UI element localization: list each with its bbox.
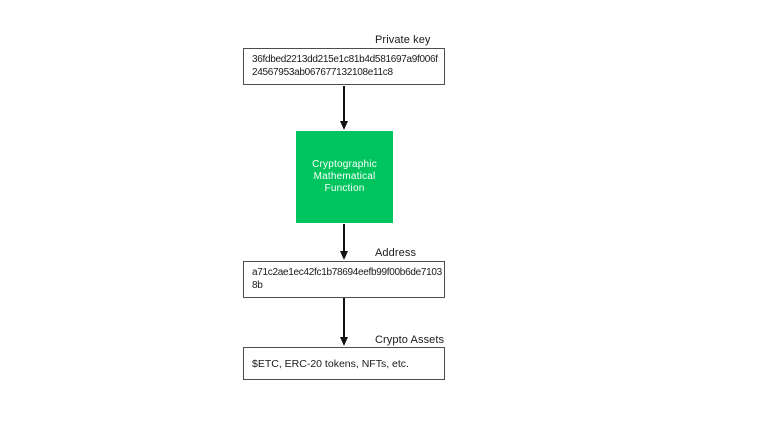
function-box-line-2: Mathematical [313, 171, 376, 182]
crypto-assets-box: $ETC, ERC-20 tokens, NFTs, etc. [243, 347, 445, 380]
cryptographic-function-box: Cryptographic Mathematical Function [296, 131, 393, 223]
crypto-assets-label: Crypto Assets [375, 334, 445, 346]
arrow-function-to-address [343, 224, 345, 251]
address-label: Address [375, 247, 417, 259]
arrow-private-key-to-function [343, 86, 345, 121]
private-key-value: 36fdbed2213dd215e1c81b4d581697a9f006f245… [252, 54, 438, 78]
address-value: a71c2ae1ec42fc1b78694eefb99f00b6de71038b [252, 267, 442, 291]
arrow-address-to-crypto-assets [343, 298, 345, 337]
crypto-assets-value: $ETC, ERC-20 tokens, NFTs, etc. [252, 357, 409, 370]
function-box-line-1: Cryptographic [312, 159, 377, 170]
private-key-label: Private key [375, 34, 431, 46]
private-key-box: 36fdbed2213dd215e1c81b4d581697a9f006f245… [243, 48, 445, 85]
address-box: a71c2ae1ec42fc1b78694eefb99f00b6de71038b [243, 261, 445, 298]
function-box-line-3: Function [324, 183, 365, 194]
